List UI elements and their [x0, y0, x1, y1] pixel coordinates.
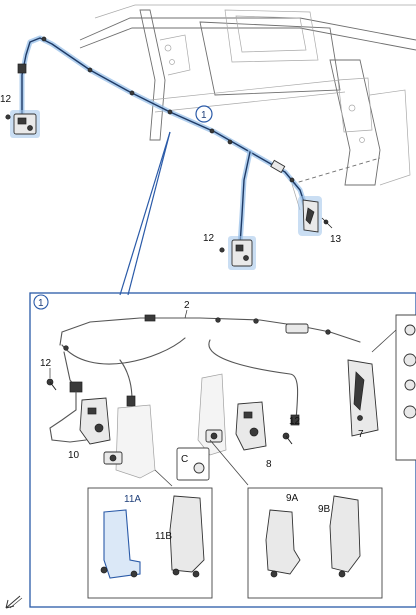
right-hood-latch: [197, 373, 267, 456]
label-7: 7: [358, 429, 364, 440]
label-13: 13: [330, 234, 342, 245]
label-12-left-inset: 12: [40, 358, 52, 369]
hood-latch-harness-overview: [5, 35, 333, 270]
label-12-right-inset: 12: [289, 416, 301, 427]
label-2: 2: [184, 300, 190, 311]
bracket-detail-9: [247, 487, 383, 599]
label-8: 8: [266, 459, 272, 470]
clip-detail-partial: [371, 314, 416, 461]
label-9a: 9A: [286, 493, 299, 504]
right-latch-bracket: [347, 359, 379, 437]
bolt-icon: [5, 114, 333, 253]
inset-callout-number: 1: [38, 298, 44, 309]
front-direction-arrow-icon: [5, 595, 23, 609]
label-12-mid-top: 12: [203, 233, 215, 244]
vehicle-front-frame: [79, 4, 416, 211]
label-11b: 11B: [155, 531, 172, 542]
label-c: C: [181, 454, 188, 465]
label-11a: 11A: [124, 494, 141, 505]
detail-inset-box: [29, 292, 416, 608]
bolt-icon: [282, 432, 293, 445]
hood-latch-cable-harness: [59, 314, 361, 426]
bracket-detail-11: [87, 487, 213, 599]
callout-1-inset: 1: [33, 294, 49, 310]
label-12-left-top: 12: [0, 94, 12, 105]
left-hood-latch: [49, 381, 156, 479]
bolt-icon: [46, 378, 57, 391]
label-10: 10: [68, 450, 80, 461]
label-9b: 9B: [318, 504, 331, 515]
middle-hood-latch-overview: [228, 236, 256, 270]
callout-number: 1: [201, 110, 207, 121]
left-hood-latch-overview: [10, 63, 40, 138]
callout-1-main: 1: [119, 105, 213, 296]
clip-c-detail: C: [176, 447, 210, 481]
right-bracket-overview: [298, 196, 322, 236]
